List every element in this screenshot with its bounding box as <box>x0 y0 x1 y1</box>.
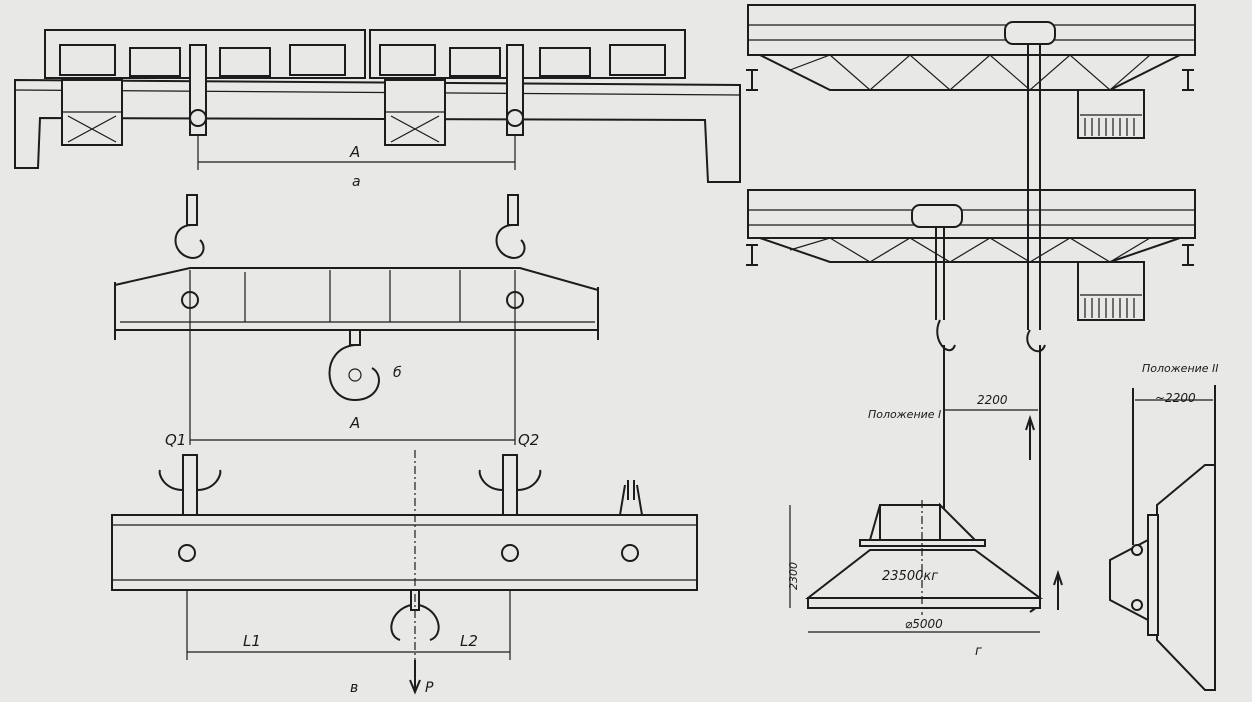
position-1-label: Положение I <box>868 408 941 421</box>
hook-blocks-a <box>189 44 524 136</box>
rope-spacing-2-label: ~2200 <box>1155 391 1196 405</box>
hook-bottom-v <box>390 604 440 641</box>
panel-g-magnet-turning <box>746 4 1216 691</box>
panel-b-letter: б <box>393 365 402 381</box>
upper-crane <box>746 4 1196 139</box>
up-arrow-1 <box>1025 414 1035 460</box>
hook-bottom-b <box>328 344 380 402</box>
mass-label: 23500кг <box>882 569 938 584</box>
force-arrow-p <box>409 660 421 695</box>
panel-a-two-cranes <box>14 29 741 183</box>
force-p-label: P <box>425 680 434 696</box>
hook-q2 <box>478 469 542 491</box>
dimension-a-label: A <box>349 143 360 161</box>
up-arrow-2 <box>1053 569 1063 610</box>
hook-main <box>1026 329 1046 353</box>
height-label: 2300 <box>787 562 800 590</box>
lower-crane <box>746 189 1196 321</box>
dimension-b-label: A <box>349 414 360 432</box>
hook-q1 <box>158 469 222 491</box>
crane-trolley-group-left <box>44 29 366 146</box>
panel-a-letter: а <box>352 174 361 190</box>
panel-v-lifting-beam <box>111 450 698 695</box>
hook-third <box>619 480 643 516</box>
load-q2-label: Q2 <box>518 431 539 449</box>
hook-left-b <box>174 224 205 260</box>
hook-right-b <box>495 224 526 260</box>
rope-spacing-1-label: 2200 <box>977 393 1008 407</box>
load-q1-label: Q1 <box>165 431 186 449</box>
span-l2-label: L2 <box>460 632 478 650</box>
panel-b-traverse-beam <box>114 194 599 445</box>
magnet-position-2 <box>1109 385 1216 691</box>
panel-g-letter: г <box>975 644 982 659</box>
crane-trolley-group-right <box>369 29 686 146</box>
panel-v-letter: в <box>350 680 358 696</box>
diameter-label: ⌀5000 <box>905 617 943 631</box>
span-l1-label: L1 <box>243 632 261 650</box>
hook-aux <box>936 319 956 352</box>
position-2-label: Положение II <box>1142 362 1219 375</box>
magnet-position-1 <box>789 500 1044 633</box>
